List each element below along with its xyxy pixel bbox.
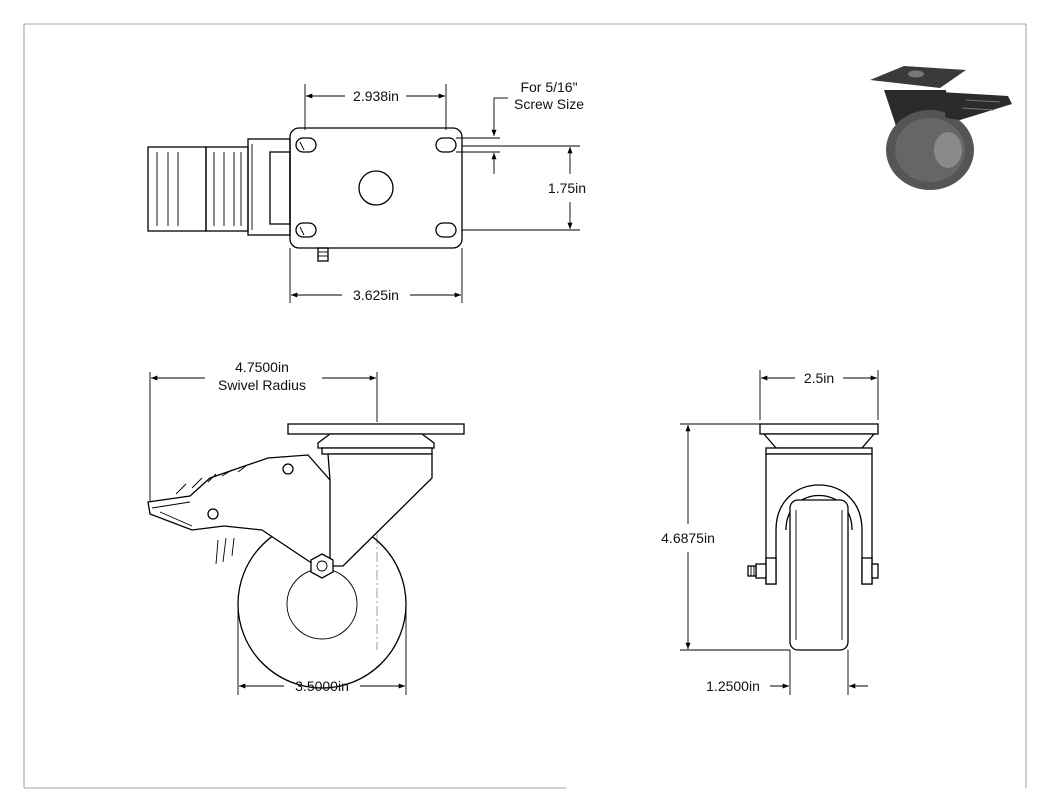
screw-note-line-2: Screw Size: [514, 96, 584, 112]
iso-hub: [934, 132, 962, 168]
dim-swivel-radius-value: 4.7500in: [235, 359, 289, 375]
dim-swivel-radius-label: Swivel Radius: [218, 377, 306, 393]
drawing-frame: [23, 23, 1027, 789]
fork-leg: [312, 453, 433, 567]
dim-wheel-diameter: 3.5000in: [295, 678, 349, 694]
side-view: 4.7500in Swivel Radius 3.5000in: [147, 359, 465, 695]
bolt-slot: [295, 137, 317, 153]
wheel-hub: [286, 568, 358, 640]
isometric-render: [870, 66, 1012, 190]
dim-wheel-width: 1.2500in: [706, 678, 760, 694]
front-top-plate: [759, 423, 879, 435]
front-fork: [765, 453, 873, 585]
dim-overall-height: 4.6875in: [661, 530, 715, 546]
axle-stub: [317, 247, 329, 262]
iso-brake-pedal: [940, 92, 1012, 120]
top-view: 2.938in For 5/16" Screw Size 1.75in 3.62…: [147, 79, 586, 303]
axle-nut: [310, 553, 334, 579]
wheel-front: [789, 499, 849, 651]
front-view: 2.5in 4.6875in 1.2500in: [661, 370, 879, 695]
side-top-plate: [287, 423, 465, 435]
bolt-slot: [435, 137, 457, 153]
screw-note-line-1: For 5/16": [520, 79, 577, 95]
dim-bolt-spacing: 2.938in: [353, 88, 399, 104]
top-plate: [289, 127, 463, 249]
bolt-slot: [295, 222, 317, 238]
bolt-slot: [435, 222, 457, 238]
dim-plate-depth: 2.5in: [804, 370, 834, 386]
dim-plate-width: 3.625in: [353, 287, 399, 303]
kingpin-hole: [358, 170, 394, 206]
dim-plate-height: 1.75in: [548, 180, 586, 196]
